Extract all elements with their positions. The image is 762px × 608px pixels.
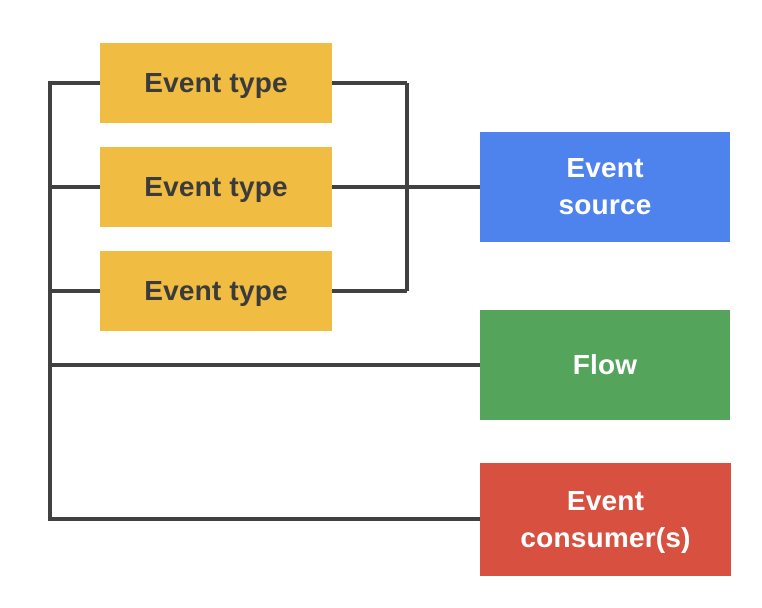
node-event-type-1: Event type [100, 43, 332, 123]
node-flow-label: Flow [572, 348, 638, 380]
node-flow: Flow [480, 310, 730, 420]
node-event-type-1-label: Event type [144, 66, 288, 98]
connector-left-bus-and-consumer-branch [48, 81, 480, 521]
node-event-consumers-label: Event consumer(s) [520, 484, 691, 553]
node-event-type-2-label: Event type [144, 170, 288, 202]
node-event-consumers: Event consumer(s) [480, 463, 731, 576]
node-event-type-3-label: Event type [144, 274, 288, 306]
node-event-type-3: Event type [100, 251, 332, 331]
node-event-type-2: Event type [100, 147, 332, 227]
node-event-source-label: Event source [558, 152, 652, 220]
node-event-source: Event source [480, 132, 730, 242]
